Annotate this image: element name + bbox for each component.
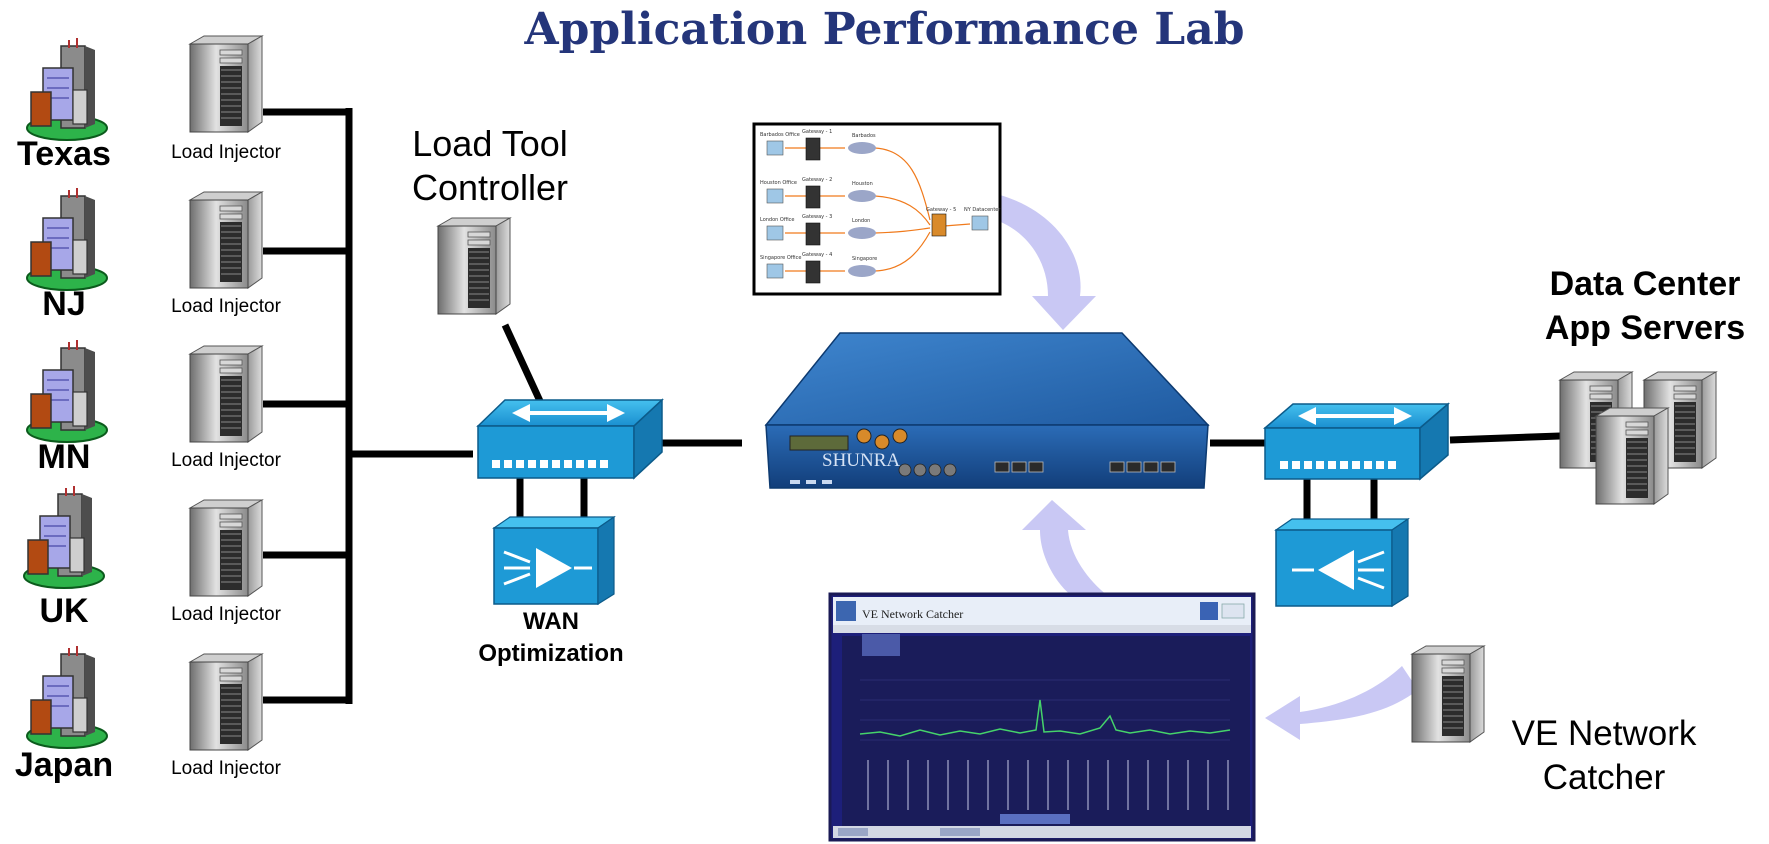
site-label-mn: MN	[37, 438, 91, 476]
topo-core-gateway-label: Gateway - 5	[926, 207, 956, 213]
data-center-label: Data Center App Servers	[1544, 265, 1746, 347]
load-injector-server-icon-2	[189, 191, 263, 289]
load-injector-label-2: Load Injector	[171, 296, 281, 317]
topo-cloud-label-4: Singapore	[852, 256, 877, 262]
shunra-appliance-icon	[764, 332, 1210, 489]
page-title: Application Performance Lab	[524, 4, 1245, 55]
topo-branch-label-3: London Office	[760, 217, 795, 223]
topo-branch-label-2: Houston Office	[760, 180, 797, 186]
site-label-japan: Japan	[14, 746, 114, 784]
data-center-server-icon-3	[1595, 407, 1669, 505]
topology-gateway-icons	[805, 137, 947, 284]
topo-gateway-label-3: Gateway - 3	[802, 214, 832, 220]
flow-arrows	[996, 195, 1418, 740]
appliance-brand-label: SHUNRA	[822, 450, 900, 471]
right-switch-icon	[1262, 402, 1451, 481]
load-tool-controller-server-icon	[437, 217, 511, 315]
topo-gateway-label-1: Gateway - 1	[802, 129, 832, 135]
city-icon-japan	[26, 645, 108, 749]
load-injector-label-3: Load Injector	[171, 450, 281, 471]
ve-network-catcher-label: VE Network Catcher	[1511, 714, 1697, 797]
wan-optimization-label: WAN Optimization	[478, 608, 624, 667]
left-switch-icon	[476, 398, 664, 480]
topo-cloud-label-3: London	[852, 218, 870, 224]
topology-screenshot: Barbados Office Houston Office London Of…	[752, 122, 1002, 296]
topology-datacenter-icon	[971, 215, 989, 231]
site-label-texas: Texas	[17, 135, 111, 173]
load-injector-label-4: Load Injector	[171, 604, 281, 625]
load-injector-server-icon-4	[189, 499, 263, 597]
topo-cloud-label-1: Barbados	[852, 133, 876, 139]
load-injector-server-icon-5	[189, 653, 263, 751]
ve-catcher-screenshot	[828, 592, 1256, 842]
city-icon-mn	[26, 339, 108, 443]
site-label-nj: NJ	[42, 285, 86, 323]
topo-gateway-label-4: Gateway - 4	[802, 252, 832, 258]
site-label-uk: UK	[39, 592, 89, 630]
load-injector-label-1: Load Injector	[171, 142, 281, 163]
wan-optimizer-icon	[492, 515, 616, 606]
screenshot-window-title: VE Network Catcher	[862, 607, 963, 621]
load-injector-server-icon-3	[189, 345, 263, 443]
topo-datacenter-label: NY Datacenter	[964, 207, 1001, 213]
topo-gateway-label-2: Gateway - 2	[802, 177, 832, 183]
city-icon-nj	[26, 187, 108, 291]
ve-network-catcher-server-icon	[1411, 645, 1485, 743]
wan-optimizer-right-icon	[1274, 517, 1410, 608]
topology-cloud-icons	[848, 142, 876, 277]
load-injector-label-5: Load Injector	[171, 758, 281, 779]
topology-branch-icons	[766, 140, 784, 279]
topo-cloud-label-2: Houston	[852, 181, 873, 187]
topo-branch-label-1: Barbados Office	[760, 132, 800, 138]
city-icon-uk	[23, 485, 105, 589]
load-tool-controller-label: Load Tool Controller	[411, 123, 569, 208]
topo-branch-label-4: Singapore Office	[760, 255, 801, 261]
network-links	[263, 108, 1561, 704]
